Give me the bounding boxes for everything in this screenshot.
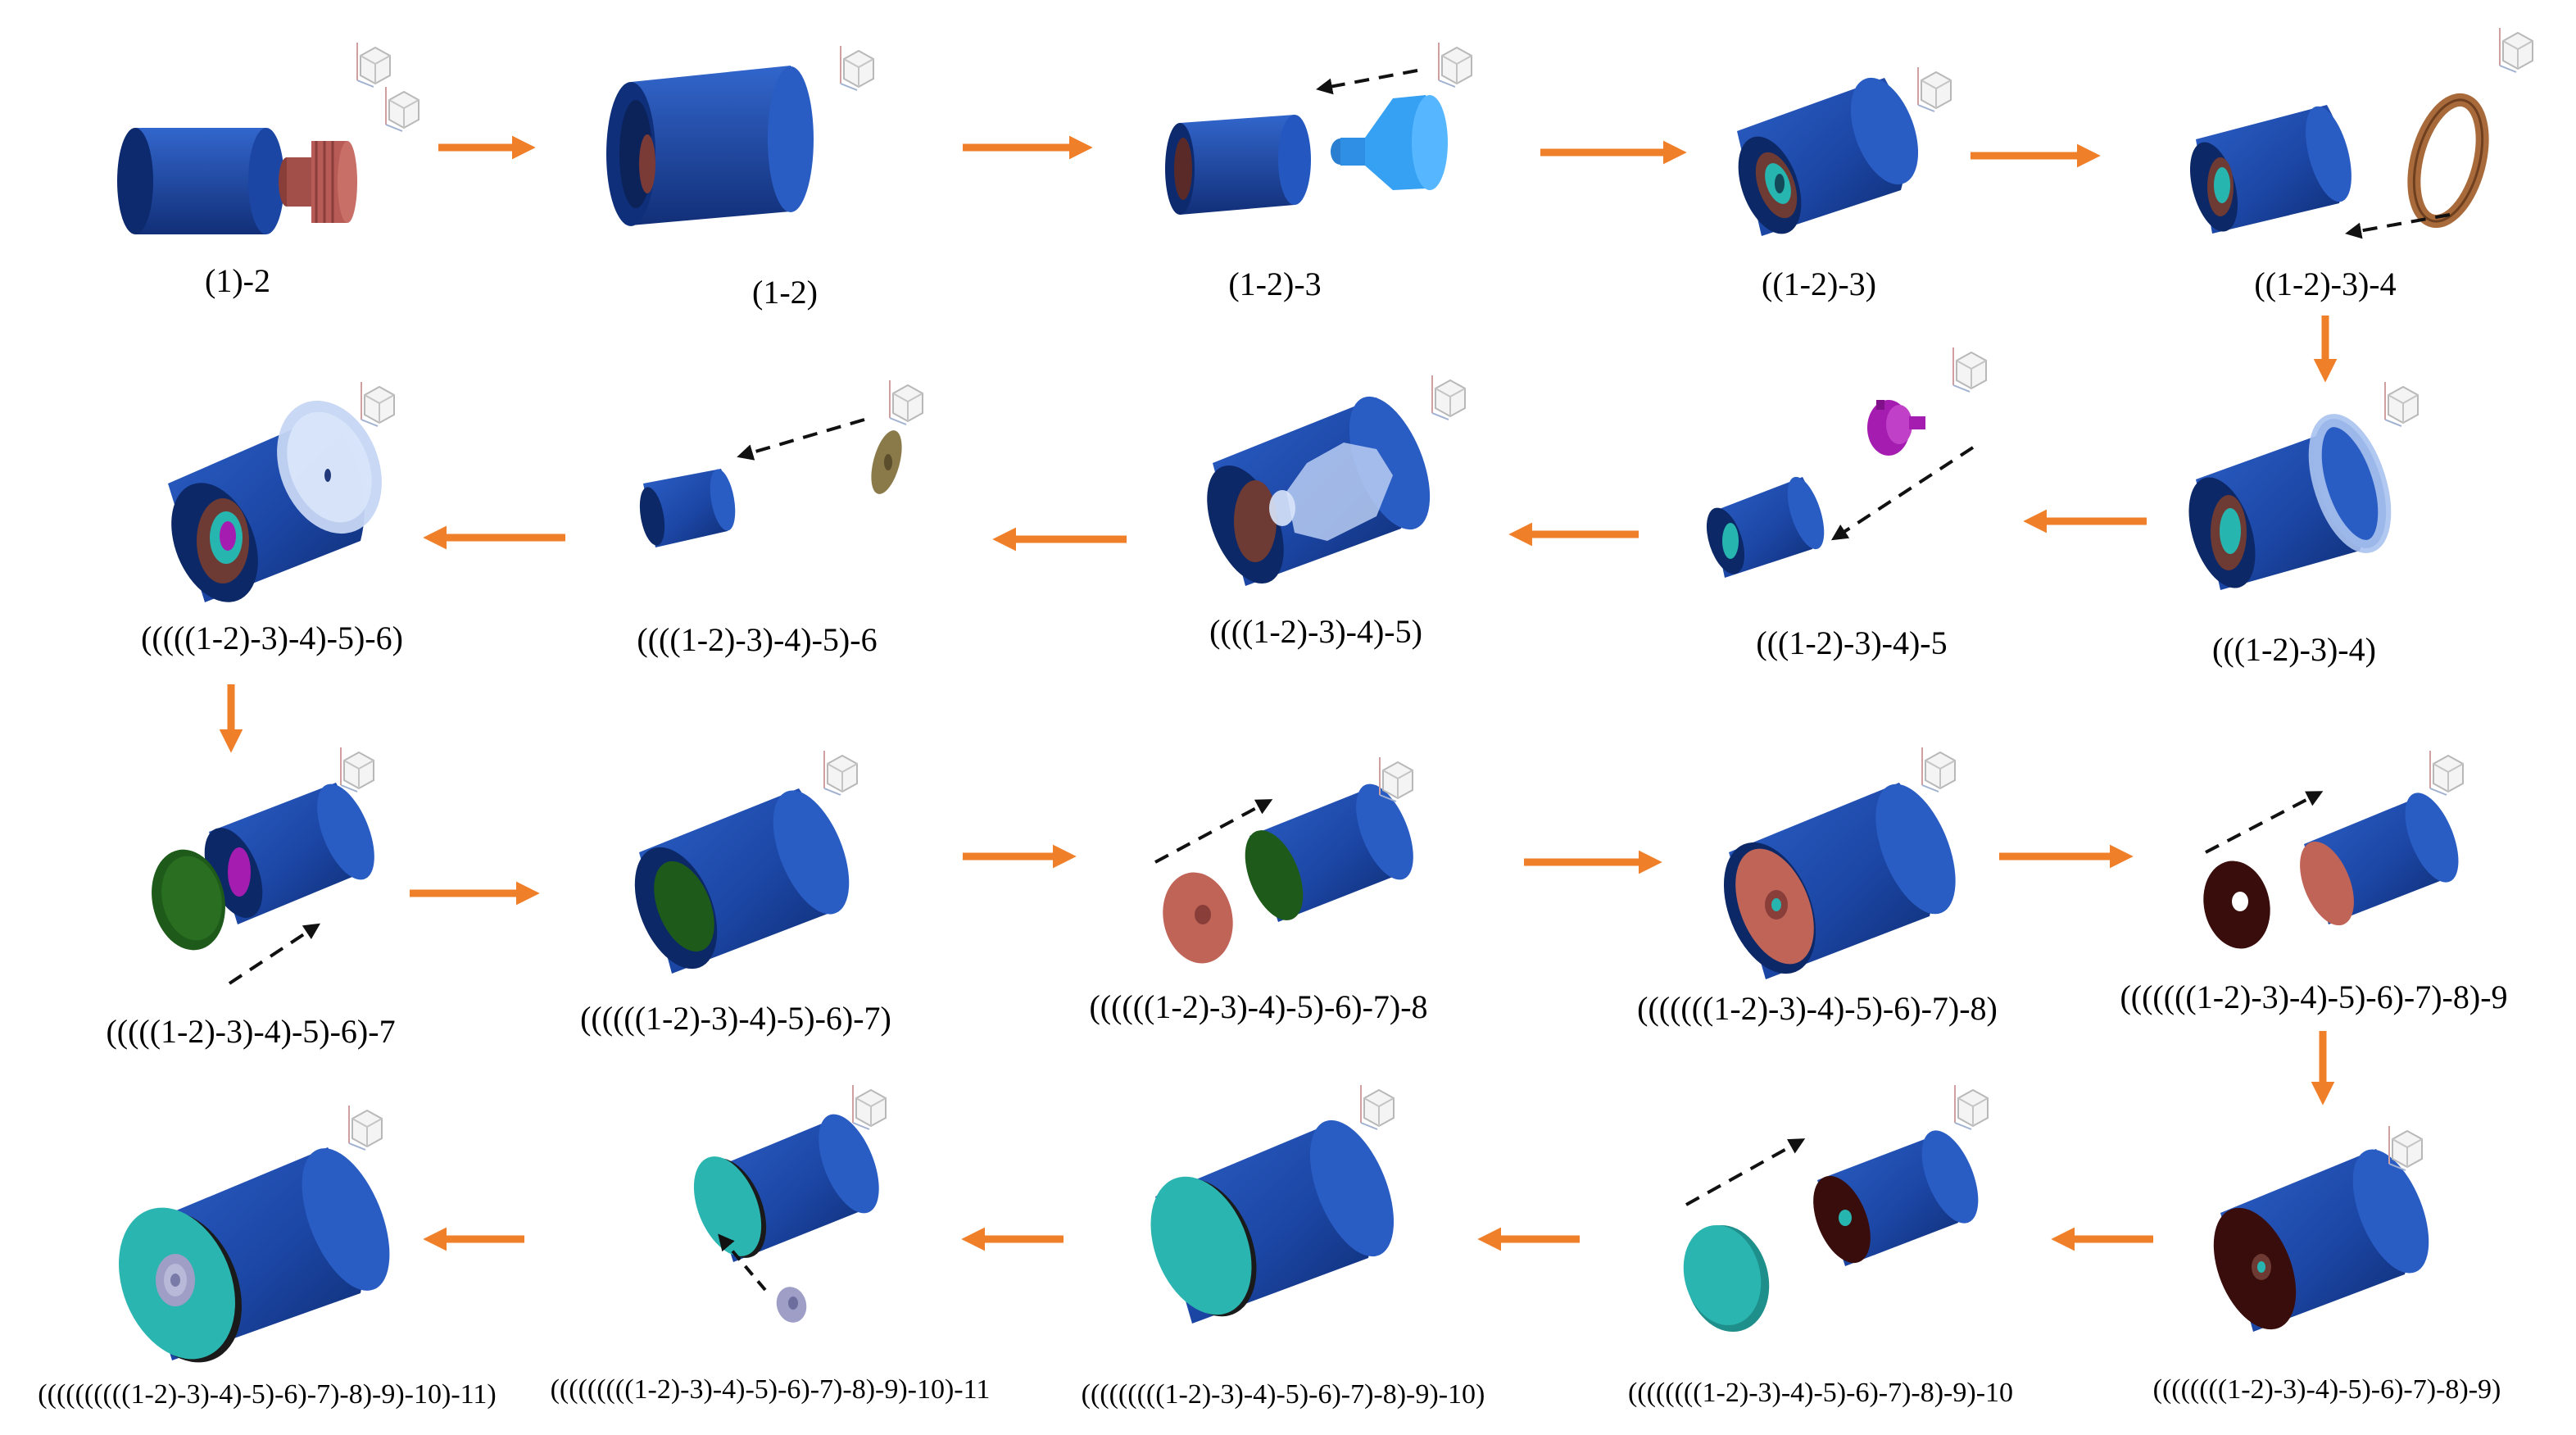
step-14-parts: [1723, 747, 1956, 979]
step-label-15: (((((((1-2)-3)-4)-5)-6)-7)-8)-9: [2120, 979, 2507, 1015]
assembly-arrow-7: [228, 923, 321, 985]
step-label-14: (((((((1-2)-3)-4)-5)-6)-7)-8): [1637, 990, 1998, 1027]
step-label-17: ((((((((1-2)-3)-4)-5)-6)-7)-8)-9)-10: [1628, 1378, 2013, 1408]
assembly-arrow-11: [718, 1233, 767, 1292]
step-17-parts: [1683, 1084, 1989, 1333]
step-4-parts: [1737, 66, 1952, 236]
step-15-parts: [2203, 750, 2464, 949]
step-label-5: ((1-2)-3)-4: [2254, 266, 2396, 302]
step-label-7: (((1-2)-3)-4)-5: [1756, 624, 1947, 661]
assembly-arrow-9: [2205, 791, 2324, 854]
step-label-8: ((((1-2)-3)-4)-5): [1209, 613, 1422, 650]
step-8-parts: [1207, 375, 1466, 586]
step-13-parts: [1154, 756, 1413, 964]
step-3-parts: [1165, 42, 1472, 215]
step-20-parts: [119, 1105, 390, 1363]
step-label-3: (1-2)-3: [1228, 266, 1321, 302]
step-18-parts: [1150, 1084, 1395, 1324]
step-16-parts: [2213, 1125, 2429, 1332]
step-1-parts: [117, 42, 420, 234]
assembly-arrow-3: [1316, 69, 1418, 95]
step-10-parts: [168, 381, 395, 602]
assembly-arrow-5: [1830, 446, 1975, 541]
step-11-parts: [152, 747, 374, 985]
step-label-11: (((((1-2)-3)-4)-5)-6)-7: [106, 1013, 395, 1050]
step-label-20: ((((((((((1-2)-3)-4)-5)-6)-7)-8)-9)-10)-…: [38, 1379, 496, 1410]
step-label-12: ((((((1-2)-3)-4)-5)-6)-7): [580, 1000, 891, 1037]
assembly-arrow-10: [1685, 1138, 1806, 1206]
step-label-9: ((((1-2)-3)-4)-5)-6: [637, 621, 877, 658]
step-label-13: ((((((1-2)-3)-4)-5)-6)-7)-8: [1089, 988, 1427, 1025]
step-label-16: ((((((((1-2)-3)-4)-5)-6)-7)-8)-9): [2153, 1374, 2501, 1405]
assembly-arrow-8: [1154, 799, 1273, 864]
assembly-arrow-6: [737, 418, 865, 461]
step-label-2: (1-2): [752, 274, 818, 311]
assembly-arrow-4: [2345, 213, 2451, 239]
step-2-parts: [606, 45, 874, 226]
step-12-parts: [634, 750, 858, 974]
step-label-1: (1)-2: [205, 262, 270, 299]
step-7-parts: [1706, 347, 1987, 578]
step-5-parts: [2190, 27, 2533, 239]
step-label-19: (((((((((1-2)-3)-4)-5)-6)-7)-8)-9)-10)-1…: [551, 1374, 991, 1405]
step-6-parts: [2188, 381, 2419, 590]
step-9-parts: [639, 379, 923, 547]
step-label-10: (((((1-2)-3)-4)-5)-6): [141, 620, 403, 656]
step-label-6: (((1-2)-3)-4): [2212, 631, 2376, 668]
step-label-18: (((((((((1-2)-3)-4)-5)-6)-7)-8)-9)-10): [1082, 1379, 1485, 1410]
step-label-4: ((1-2)-3): [1762, 266, 1876, 302]
step-19-parts: [693, 1084, 887, 1323]
